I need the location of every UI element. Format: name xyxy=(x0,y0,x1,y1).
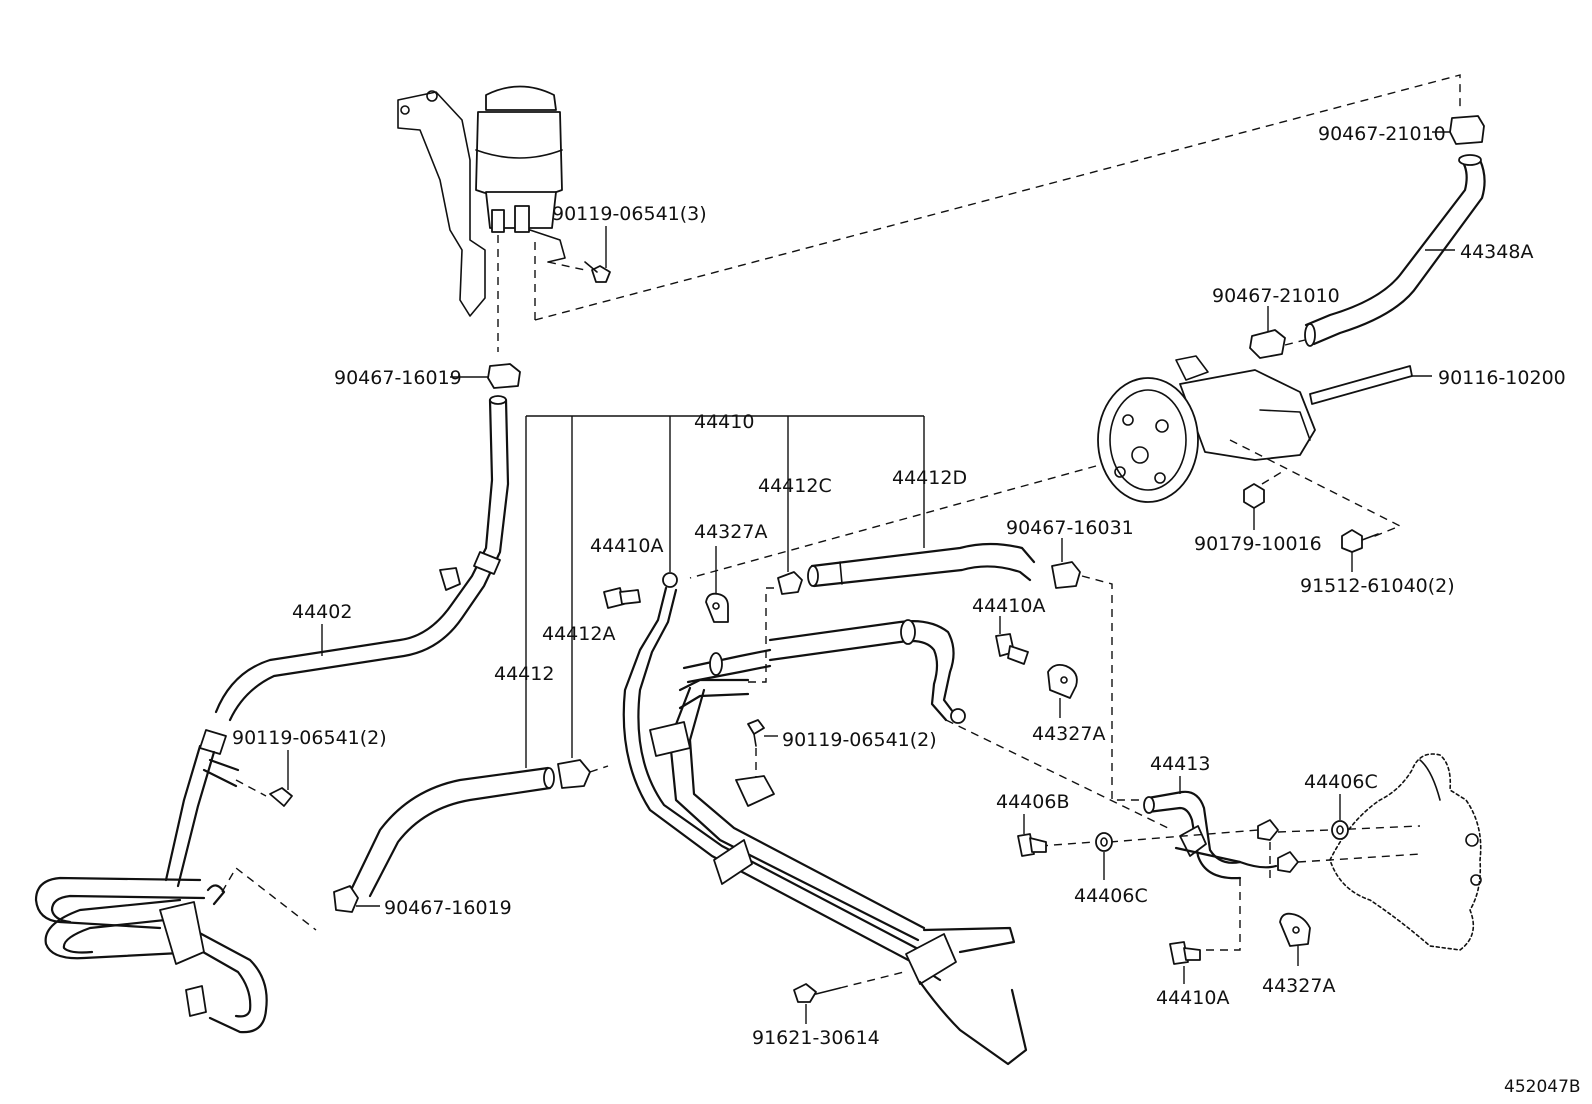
clamp-90467-16019-bottom xyxy=(333,885,380,913)
label-44410: 44410 xyxy=(694,411,754,433)
label-44402: 44402 xyxy=(292,601,352,623)
union-fittings xyxy=(1039,819,1421,951)
gear-housing xyxy=(1329,753,1482,951)
label-90119-06541-2-mid: 90119-06541(2) xyxy=(782,729,937,751)
label-91621-30614: 91621-30614 xyxy=(752,1027,880,1049)
label-44406c-a: 44406C xyxy=(1074,885,1148,907)
label-90119-06541-3: 90119-06541(3) xyxy=(552,203,707,225)
label-44327a-c: 44327A xyxy=(1262,975,1335,997)
stud-90116-10200 xyxy=(1309,365,1432,405)
label-91512-61040-2: 91512-61040(2) xyxy=(1300,575,1455,597)
bolt-90119-06541-3 xyxy=(584,226,611,283)
clamp-44327a-right xyxy=(1279,912,1311,966)
label-44410a-a: 44410A xyxy=(590,535,663,557)
label-44327a-a: 44327A xyxy=(694,521,767,543)
clamp-90467-16019-top xyxy=(450,363,521,389)
washer-44406c-left xyxy=(1095,832,1113,880)
label-90467-16019-top: 90467-16019 xyxy=(334,367,462,389)
clamp-90467-16031 xyxy=(1051,538,1150,801)
bolt-44410a-middle xyxy=(995,616,1029,665)
pressure-tube-44410 xyxy=(622,572,1173,1066)
bolt-91512-61040-2 xyxy=(1341,529,1379,572)
hose-44412d xyxy=(807,542,1036,588)
clamp-90467-21010 xyxy=(1249,306,1306,359)
figure-code: 452047B xyxy=(1504,1077,1581,1097)
assembly-44410-bracket xyxy=(525,415,925,768)
tube-44413 xyxy=(1143,776,1278,880)
clamp-44327a-left xyxy=(705,546,729,623)
part-labels: 90467-21010 44348A 90467-21010 90116-102… xyxy=(232,123,1581,1097)
routing-line-pressure xyxy=(689,465,1097,579)
cooler-loop xyxy=(34,866,317,1034)
routing-line-reservoir-return xyxy=(534,74,1461,321)
clamp-44412c xyxy=(777,571,803,595)
label-44410a-b: 44410A xyxy=(972,595,1045,617)
clamp-44412a xyxy=(557,759,609,789)
clamp-90467-21010-top xyxy=(1432,115,1485,145)
nut-90179-10016 xyxy=(1243,469,1286,530)
label-90116-10200: 90116-10200 xyxy=(1438,367,1566,389)
label-44412a: 44412A xyxy=(542,623,615,645)
label-90467-21010: 90467-21010 xyxy=(1212,285,1340,307)
label-44412: 44412 xyxy=(494,663,554,685)
washer-44406c-right xyxy=(1331,794,1349,840)
label-90467-21010-top: 90467-21010 xyxy=(1318,123,1446,145)
bolt-44406b xyxy=(1017,814,1047,857)
bolt-91621-30614 xyxy=(793,971,905,1024)
label-90467-16019-bottom: 90467-16019 xyxy=(384,897,512,919)
label-44410a-c: 44410A xyxy=(1156,987,1229,1009)
label-44413: 44413 xyxy=(1150,753,1210,775)
label-90467-16031: 90467-16031 xyxy=(1006,517,1134,539)
supply-hose-44402 xyxy=(164,395,510,888)
label-90119-06541-2-left: 90119-06541(2) xyxy=(232,727,387,749)
reservoir-tank xyxy=(397,85,586,352)
bolt-90119-06541-2-middle xyxy=(735,719,778,807)
label-90179-10016: 90179-10016 xyxy=(1194,533,1322,555)
label-44327a-b: 44327A xyxy=(1032,723,1105,745)
power-steering-pump xyxy=(1097,355,1402,539)
label-44348a: 44348A xyxy=(1460,241,1533,263)
return-hose-44412 xyxy=(350,766,555,898)
label-44406c-b: 44406C xyxy=(1304,771,1378,793)
bolt-44410a-right xyxy=(1169,941,1201,984)
hose-44348a xyxy=(1304,154,1486,347)
label-44412c: 44412C xyxy=(758,475,832,497)
clamp-44327a-middle xyxy=(1047,663,1078,718)
bolt-44410a-left xyxy=(603,587,641,609)
label-44406b: 44406B xyxy=(996,791,1069,813)
label-44412d: 44412D xyxy=(892,467,967,489)
